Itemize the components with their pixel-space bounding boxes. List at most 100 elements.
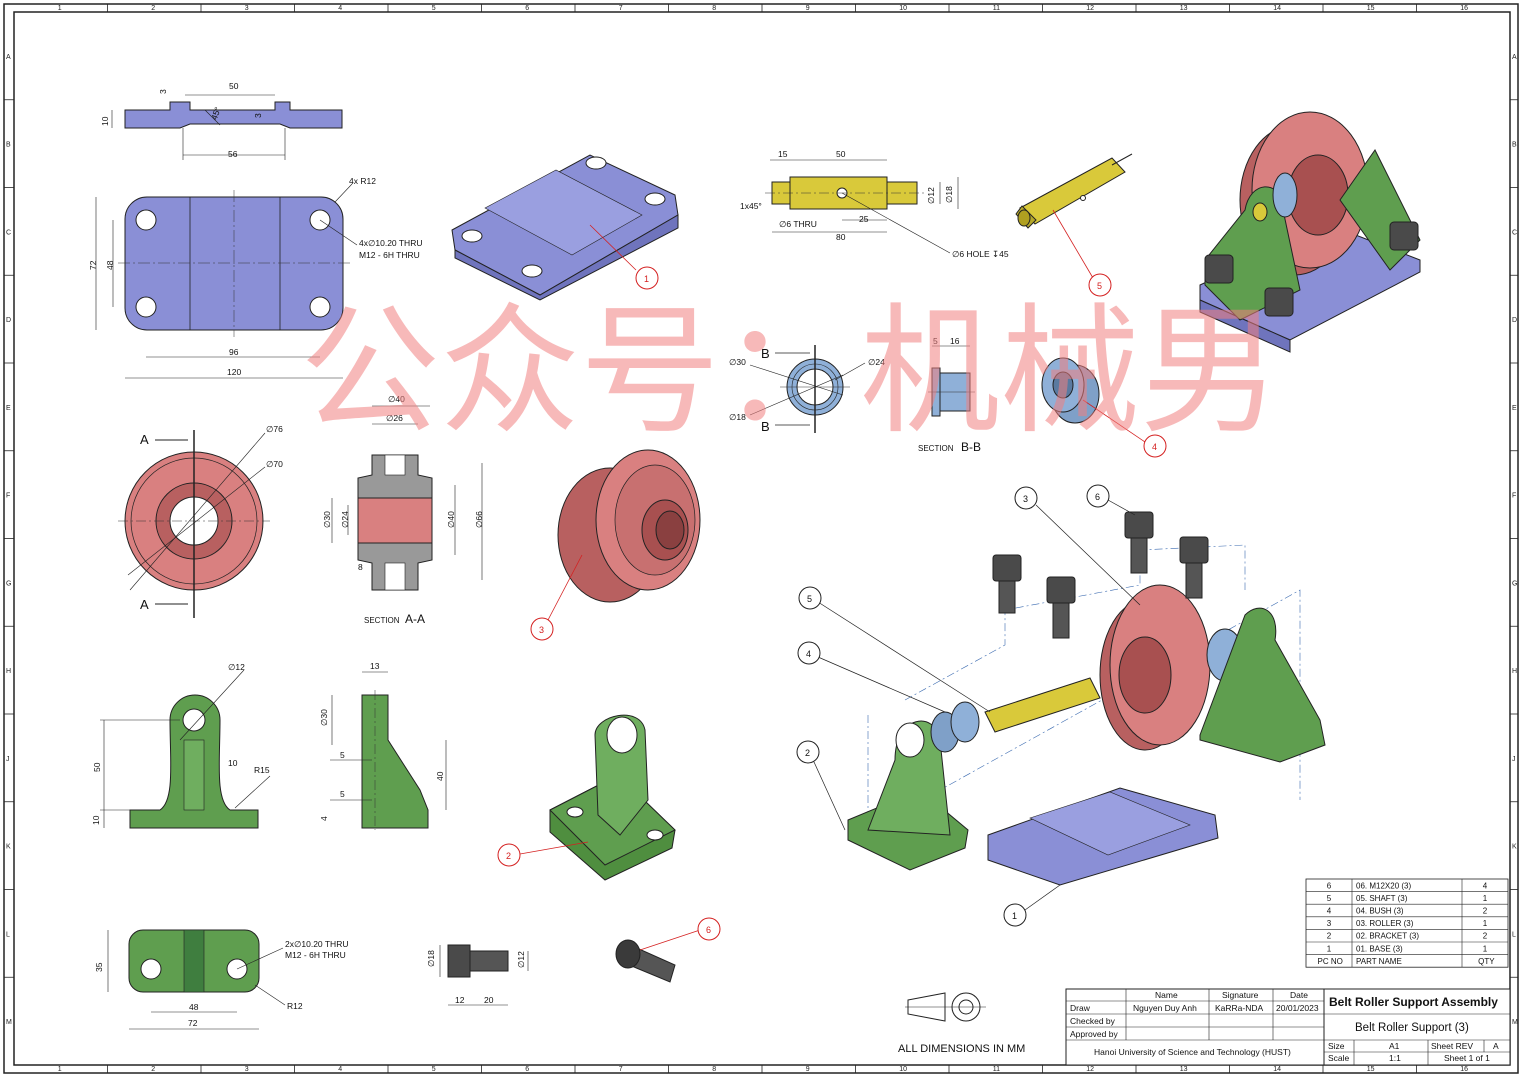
balloon-part2-label: 2 (506, 851, 511, 861)
balloon-part6-label: 6 (706, 925, 711, 935)
balloon-part2 (497, 843, 521, 867)
tb-scale-label: Scale (1328, 1053, 1350, 1063)
roller-section-prefix: SECTION (364, 616, 400, 625)
dim-bracket-r15: R15 (254, 765, 270, 775)
dim-bush-16: 16 (950, 336, 960, 346)
zone-column-label: 12 (1086, 5, 1094, 12)
bush-section-label-top: B (761, 346, 770, 361)
dim-base-r12: 4x R12 (349, 176, 376, 186)
zone-row-label: D (1512, 317, 1517, 324)
zone-row-label: M (6, 1019, 12, 1026)
dim-screw-20: 20 (484, 995, 494, 1005)
bracket-isometric: 2 (497, 714, 676, 881)
tb-draw-name: Nguyen Duy Anh (1133, 1003, 1197, 1013)
base-plan-view: 4x R12 4x∅10.20 THRU M12 - 6H THRU 72 48… (88, 176, 422, 379)
balloon-part5-label: 5 (1097, 281, 1102, 291)
tb-checked-label: Checked by (1070, 1016, 1116, 1026)
assembly-balloon-6 (1086, 484, 1110, 508)
dim-bracket-10b: 10 (228, 758, 238, 768)
dim-shaft-80: 80 (836, 232, 846, 242)
bracket-side-view: 13 ∅30 5 5 40 4 (319, 661, 447, 830)
dim-base-48: 48 (105, 260, 115, 270)
dim-roller-sec-d24: ∅24 (340, 511, 350, 528)
tb-col-date: Date (1290, 990, 1308, 1000)
zone-row-label: H (1512, 668, 1517, 675)
bom-cell: 3 (1327, 919, 1332, 928)
assembly-balloon-2-label: 2 (805, 748, 810, 758)
zone-column-label: 1 (58, 1066, 62, 1073)
zone-column-label: 9 (806, 1066, 810, 1073)
zone-column-label: 12 (1086, 1066, 1094, 1073)
dim-base-96: 96 (229, 347, 239, 357)
tb-sheet-rev-value: A (1493, 1041, 1499, 1051)
dim-bush-d18: ∅18 (729, 412, 746, 422)
dim-bracket-d12: ∅12 (228, 662, 245, 672)
bom-cell: 02. BRACKET (3) (1356, 932, 1419, 941)
zone-column-label: 2 (151, 5, 155, 12)
zone-row-label: F (6, 493, 10, 500)
dim-bracket-holes: 2x∅10.20 THRU (285, 939, 348, 949)
tb-sheet-value: Sheet 1 of 1 (1444, 1053, 1490, 1063)
dim-shaft-d12: ∅12 (926, 187, 936, 204)
balloon-part3-label: 3 (539, 625, 544, 635)
dim-screw-12: 12 (455, 995, 465, 1005)
assembly-balloon-4-label: 4 (806, 649, 811, 659)
dim-bracket-thread: M12 - 6H THRU (285, 950, 346, 960)
bom-cell: 1 (1483, 919, 1488, 928)
tb-scale-value: 1:1 (1389, 1053, 1401, 1063)
bush-section-label-bottom: B (761, 419, 770, 434)
assembly-balloon-2 (796, 740, 820, 764)
bom-cell: 06. M12X20 (3) (1356, 881, 1411, 890)
bom-cell: 03. ROLLER (3) (1356, 919, 1414, 928)
dim-bracket-13: 13 (370, 661, 380, 671)
tb-institution: Hanoi University of Science and Technolo… (1094, 1047, 1291, 1057)
zone-row-label: A (1512, 54, 1517, 61)
zone-row-label: K (6, 844, 11, 851)
dim-bracket-50: 50 (92, 762, 102, 772)
balloon-part4 (1143, 434, 1167, 458)
dim-screw-d12: ∅12 (516, 951, 526, 968)
zone-column-label: 6 (525, 1066, 529, 1073)
roller-section-label-bottom: A (140, 597, 149, 612)
bush-isometric: 4 (1041, 357, 1167, 458)
dim-bracket-5a: 5 (340, 750, 345, 760)
dim-base-top-3b: 3 (253, 113, 263, 118)
dim-bracket-72: 72 (188, 1018, 198, 1028)
dim-base-top-56: 56 (228, 149, 238, 159)
bracket-plan-view: 2x∅10.20 THRU M12 - 6H THRU 35 48 72 R12 (94, 929, 348, 1030)
zone-row-label: L (1512, 931, 1516, 938)
zone-row-label: L (6, 931, 10, 938)
dim-bracket-40: 40 (435, 771, 445, 781)
bush-section-view: 5 16 SECTION B-B (918, 336, 981, 454)
zone-row-label: C (6, 229, 11, 236)
zone-column-label: 10 (899, 1066, 907, 1073)
base-front-view: 50 3 3 10 45° 56 (100, 81, 343, 160)
zone-row-label: B (6, 142, 11, 149)
assembly-balloon-6-label: 6 (1095, 492, 1100, 502)
bush-end-view: ∅30 ∅24 ∅18 B B (729, 345, 885, 434)
bom-cell: 1 (1483, 894, 1488, 903)
dim-base-72: 72 (88, 260, 98, 270)
balloon-part6 (697, 917, 721, 941)
dim-roller-sec-d30: ∅30 (322, 511, 332, 528)
zone-row-label: B (1512, 142, 1517, 149)
zone-column-label: 4 (338, 5, 342, 12)
zone-row-label: G (6, 580, 11, 587)
dim-bush-d30: ∅30 (729, 357, 746, 367)
zone-column-label: 3 (245, 1066, 249, 1073)
zone-column-label: 7 (619, 1066, 623, 1073)
roller-section-title: A-A (405, 612, 425, 626)
bom-header-cell: QTY (1478, 957, 1495, 966)
assembly-isometric (1199, 111, 1421, 353)
zone-column-label: 4 (338, 1066, 342, 1073)
tb-sheet-rev-label: Sheet REV (1431, 1041, 1473, 1051)
dim-shaft-25: 25 (859, 214, 869, 224)
bom-cell: 2 (1327, 932, 1332, 941)
zone-row-label: C (1512, 229, 1517, 236)
bom-cell: 1 (1327, 944, 1332, 953)
dim-roller-sec-8: 8 (358, 562, 363, 572)
dim-base-120: 120 (227, 367, 241, 377)
assembly-balloon-5 (798, 586, 822, 610)
tb-draw-date: 20/01/2023 (1276, 1003, 1319, 1013)
